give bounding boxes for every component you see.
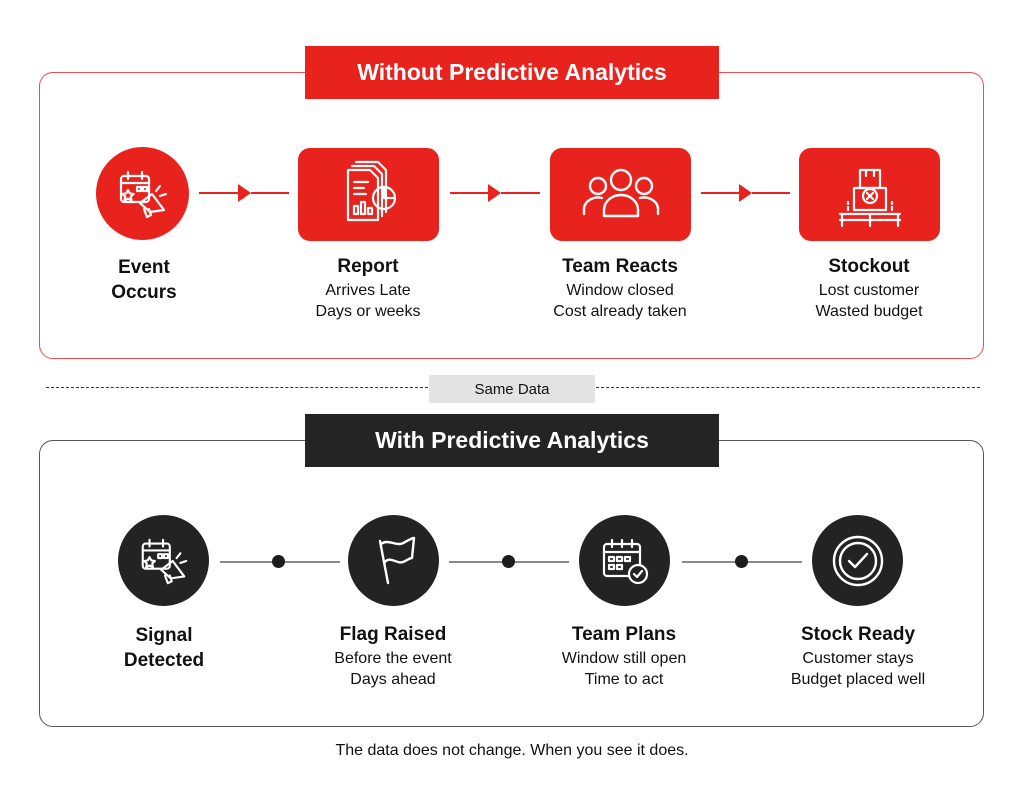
step-detail-line: Lost customer [818,282,920,299]
connector-dot [502,555,515,568]
with-analytics-banner: With Predictive Analytics [305,414,719,467]
connector-line [199,192,238,194]
step-title: Flag Raised [339,624,447,645]
step-detail-line: Time to act [584,671,664,688]
step-title: Stock Ready [800,624,916,645]
connector-line [450,192,488,194]
step-title: Event Occurs [44,255,244,305]
connector-dot [272,555,285,568]
step-detail-line: Days ahead [350,671,436,688]
arrow-right-icon [238,184,251,202]
calendar-megaphone-icon [141,538,187,584]
step-detail-line: Cost already taken [553,303,687,320]
step-detail: Customer stays Budget placed well [758,648,958,690]
step-detail-line: Before the event [334,650,452,667]
separator-line-right [596,387,980,388]
arrow-right-icon [739,184,752,202]
step-detail-line: Arrives Late [325,282,411,299]
calendar-check-icon [602,538,648,584]
footer-caption: The data does not change. When you see i… [335,742,689,759]
step-title: Stockout [828,256,910,277]
report-tile [298,148,439,241]
flag-icon [378,536,415,584]
stockout-tile [799,148,940,241]
flag-raised-badge [348,515,439,606]
arrow-right-icon [488,184,501,202]
step-title: Signal Detected [64,623,264,673]
signal-detected-badge [118,515,209,606]
empty-pallet-icon [838,168,901,227]
step-detail-line: Window closed [566,282,674,299]
step-title-line: Detected [123,650,205,671]
step-detail: Before the event Days ahead [293,648,493,690]
step-detail-line: Budget placed well [790,671,926,688]
step-detail: Lost customer Wasted budget [769,280,969,322]
stock-ready-badge [812,515,903,606]
step-title: Team Plans [571,624,677,645]
step-detail-line: Window still open [561,650,687,667]
step-title: Team Reacts [562,256,678,277]
step-detail-line: Days or weeks [315,303,421,320]
step-title-line: Event [118,257,170,278]
step-title: Report [337,256,399,277]
connector-line [752,192,790,194]
step-title-line: Signal [135,625,193,646]
team-plans-badge [579,515,670,606]
team-icon [582,168,659,217]
separator-line-left [46,387,428,388]
without-analytics-banner: Without Predictive Analytics [305,46,719,99]
step-title-line: Occurs [111,282,177,303]
connector-line [501,192,540,194]
step-detail: Arrives Late Days or weeks [268,280,468,322]
connector-dot [735,555,748,568]
team-reacts-tile [550,148,691,241]
calendar-megaphone-icon [119,170,167,218]
step-detail-line: Wasted budget [815,303,923,320]
step-detail-line: Customer stays [802,650,914,667]
step-detail: Window still open Time to act [524,648,724,690]
check-badge-icon [832,535,883,586]
connector-line [251,192,289,194]
step-detail: Window closed Cost already taken [520,280,720,322]
connector-line [701,192,739,194]
event-occurs-badge [96,147,189,240]
report-chart-icon [346,160,396,221]
same-data-label: Same Data [429,375,595,403]
